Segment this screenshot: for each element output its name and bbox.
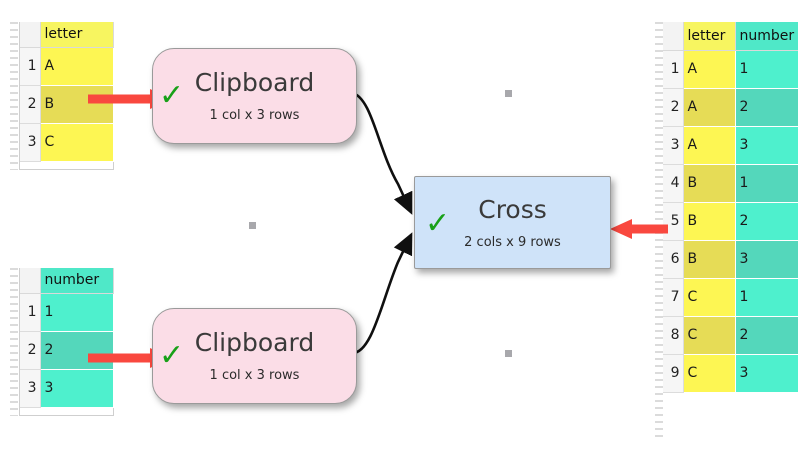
table-row[interactable]: 3 3 bbox=[20, 368, 114, 408]
row-header[interactable]: 1 bbox=[663, 49, 684, 89]
input-table-letter[interactable]: letter 1 A 2 B 3 C bbox=[20, 22, 114, 162]
table-row[interactable]: 8 C 2 bbox=[663, 315, 798, 355]
node-subtitle: 1 col x 3 rows bbox=[209, 368, 300, 383]
table-row[interactable]: 7 C 1 bbox=[663, 277, 798, 317]
cell-letter[interactable]: B bbox=[682, 239, 736, 279]
row-header[interactable]: 3 bbox=[663, 125, 684, 165]
cell-number[interactable]: 3 bbox=[734, 239, 798, 279]
cell-number[interactable]: 3 bbox=[734, 353, 798, 393]
cell-number[interactable]: 1 bbox=[734, 163, 798, 203]
node-clipboard-bottom[interactable]: ✓ Clipboard 1 col x 3 rows bbox=[152, 308, 357, 404]
cell-letter[interactable]: B bbox=[682, 201, 736, 241]
connector-clipboard-top-to-cross bbox=[351, 91, 413, 215]
corner-cell bbox=[20, 268, 41, 294]
table-row[interactable]: 2 2 bbox=[20, 330, 114, 370]
row-header[interactable]: 7 bbox=[663, 277, 684, 317]
row-header[interactable]: 1 bbox=[20, 292, 41, 332]
table-row[interactable]: 4 B 1 bbox=[663, 163, 798, 203]
table-row[interactable]: 2 A 2 bbox=[663, 87, 798, 127]
cell-letter[interactable]: B bbox=[682, 163, 736, 203]
row-header[interactable]: 2 bbox=[20, 330, 41, 370]
cell-letter[interactable]: A bbox=[682, 49, 736, 89]
column-header-letter[interactable]: letter bbox=[682, 22, 736, 51]
cell-number[interactable]: 1 bbox=[39, 292, 114, 332]
node-title: Clipboard bbox=[194, 328, 315, 357]
left-ruler-top bbox=[10, 22, 18, 170]
grid-marker-2 bbox=[505, 90, 512, 97]
cell-number[interactable]: 2 bbox=[734, 315, 798, 355]
node-title: Clipboard bbox=[194, 68, 315, 97]
row-header[interactable]: 9 bbox=[663, 353, 684, 393]
cell-letter[interactable]: C bbox=[682, 353, 736, 393]
table-row[interactable]: 1 A bbox=[20, 46, 114, 86]
row-header[interactable]: 3 bbox=[20, 368, 41, 408]
table-row[interactable]: 1 A 1 bbox=[663, 49, 798, 89]
right-ruler bbox=[655, 22, 663, 442]
node-title: Cross bbox=[478, 194, 547, 224]
table-row[interactable]: 2 B bbox=[20, 84, 114, 124]
table-row[interactable]: 3 A 3 bbox=[663, 125, 798, 165]
cell-number[interactable]: 1 bbox=[734, 49, 798, 89]
table-row[interactable]: 3 C bbox=[20, 122, 114, 162]
cell-letter[interactable]: A bbox=[682, 125, 736, 165]
cell-letter[interactable]: A bbox=[682, 87, 736, 127]
row-header[interactable]: 8 bbox=[663, 315, 684, 355]
table-row[interactable]: 5 B 2 bbox=[663, 201, 798, 241]
table-row[interactable]: 6 B 3 bbox=[663, 239, 798, 279]
cell-letter[interactable]: A bbox=[39, 46, 114, 86]
column-header-letter[interactable]: letter bbox=[39, 22, 114, 48]
corner-cell bbox=[663, 22, 684, 51]
connector-clipboard-bottom-to-cross bbox=[351, 232, 413, 355]
cell-letter[interactable]: C bbox=[682, 315, 736, 355]
cell-letter[interactable]: B bbox=[39, 84, 114, 124]
grid-marker-3 bbox=[505, 350, 512, 357]
cell-letter[interactable]: C bbox=[39, 122, 114, 162]
corner-cell bbox=[20, 22, 41, 48]
cell-number[interactable]: 3 bbox=[734, 125, 798, 165]
cell-number[interactable]: 2 bbox=[39, 330, 114, 370]
cell-number[interactable]: 3 bbox=[39, 368, 114, 408]
node-clipboard-top[interactable]: ✓ Clipboard 1 col x 3 rows bbox=[152, 48, 357, 144]
column-header-number[interactable]: number bbox=[39, 268, 114, 294]
cell-letter[interactable]: C bbox=[682, 277, 736, 317]
row-header[interactable]: 3 bbox=[20, 122, 41, 162]
node-subtitle: 2 cols x 9 rows bbox=[464, 234, 561, 250]
table-row[interactable]: 9 C 3 bbox=[663, 353, 798, 393]
column-header-number[interactable]: number bbox=[734, 22, 798, 51]
check-icon: ✓ bbox=[425, 206, 451, 242]
cell-number[interactable]: 2 bbox=[734, 201, 798, 241]
left-ruler-bottom bbox=[10, 268, 18, 416]
cell-number[interactable]: 2 bbox=[734, 87, 798, 127]
check-icon: ✓ bbox=[159, 78, 185, 113]
output-table-cross[interactable]: letter number 1 A 1 2 A 2 3 A 3 4 B 1 bbox=[663, 22, 798, 393]
check-icon: ✓ bbox=[159, 338, 185, 373]
row-header[interactable]: 4 bbox=[663, 163, 684, 203]
table-row[interactable]: 1 1 bbox=[20, 292, 114, 332]
row-header[interactable]: 2 bbox=[20, 84, 41, 124]
row-header[interactable]: 5 bbox=[663, 201, 684, 241]
row-header[interactable]: 6 bbox=[663, 239, 684, 279]
cell-number[interactable]: 1 bbox=[734, 277, 798, 317]
row-header[interactable]: 1 bbox=[20, 46, 41, 86]
row-header[interactable]: 2 bbox=[663, 87, 684, 127]
node-cross[interactable]: ✓ Cross 2 cols x 9 rows bbox=[414, 176, 611, 269]
input-table-number[interactable]: number 1 1 2 2 3 3 bbox=[20, 268, 114, 408]
node-subtitle: 1 col x 3 rows bbox=[209, 108, 300, 123]
grid-marker-1 bbox=[249, 222, 256, 229]
